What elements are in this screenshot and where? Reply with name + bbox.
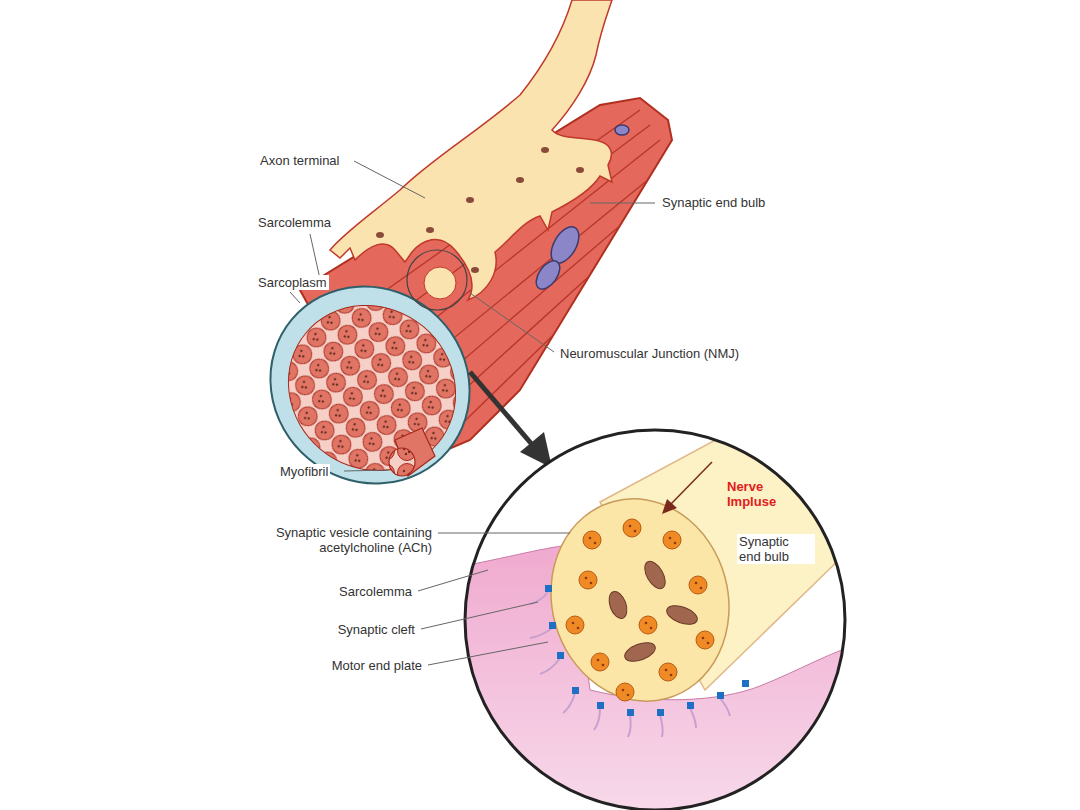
axon-mitochondria <box>376 147 584 273</box>
vesicle <box>689 576 707 594</box>
nucleus <box>615 125 629 135</box>
part-label: Sarcoplasm <box>256 275 329 290</box>
synaptic-vesicles <box>566 519 714 701</box>
acetylcholine-dots <box>572 525 710 697</box>
receptor <box>557 652 564 659</box>
fold <box>530 628 552 638</box>
vesicle <box>639 616 657 634</box>
fold <box>720 698 730 716</box>
part-label: Motor end plate <box>330 658 424 673</box>
mitochondrion <box>426 227 434 233</box>
leader-line <box>418 570 488 591</box>
myofibril-end <box>389 448 415 476</box>
nmj-highlight <box>407 250 467 310</box>
vesicle <box>696 631 714 649</box>
vesicle <box>623 519 641 537</box>
mitochondrion <box>606 589 631 621</box>
mitochondrion <box>516 177 524 183</box>
inset-border <box>465 430 845 810</box>
vesicle <box>579 571 597 589</box>
vesicle <box>583 531 601 549</box>
part-label: Synaptic end bulb <box>737 534 815 564</box>
part-label: Myofibril <box>278 464 330 479</box>
fold <box>540 658 560 674</box>
receptor <box>657 709 664 716</box>
receptor <box>597 702 604 709</box>
fold <box>530 592 548 604</box>
vesicle <box>566 616 584 634</box>
mitochondrion <box>664 602 700 628</box>
receptor <box>687 702 694 709</box>
end-bulb-face <box>529 479 752 722</box>
receptor <box>572 687 579 694</box>
vesicle <box>663 531 681 549</box>
axon <box>330 0 612 300</box>
ach-receptors <box>545 585 749 716</box>
leader-line <box>354 161 425 198</box>
mitochondrion <box>641 558 670 592</box>
end-bulb <box>424 267 456 299</box>
myofibril-bundle <box>255 271 490 504</box>
leader-line <box>344 470 388 471</box>
mitochondria <box>606 558 700 665</box>
part-label: Synaptic cleft <box>336 622 417 637</box>
leader-line <box>590 203 655 204</box>
nucleus <box>531 257 564 294</box>
part-label: Nerve Impluse <box>727 479 791 509</box>
part-label: Synaptic vesicle containing acetylcholin… <box>245 525 434 555</box>
part-label: Synaptic end bulb <box>660 195 767 210</box>
vesicle <box>659 663 677 681</box>
part-label: Axon terminal <box>258 153 341 168</box>
leader-line <box>421 602 538 629</box>
mitochondrion <box>466 197 474 203</box>
leader-line <box>470 293 554 352</box>
mitochondrion <box>376 232 384 238</box>
fold <box>628 715 631 737</box>
leader-line <box>438 533 570 534</box>
part-label: Sarcolemma <box>337 584 414 599</box>
part-label: Neuromuscular Junction (NMJ) <box>558 346 741 361</box>
receptor <box>627 709 634 716</box>
vesicle <box>616 683 634 701</box>
zoom-arrow <box>470 372 535 448</box>
vesicle <box>591 653 609 671</box>
leader-line <box>428 642 548 665</box>
fold <box>563 693 575 713</box>
part-label: Sarcolemma <box>256 215 333 230</box>
receptor <box>717 692 724 699</box>
leader-lines <box>290 161 655 665</box>
receptor <box>545 585 552 592</box>
sarcolemma-ring <box>230 246 510 524</box>
inset <box>440 400 880 810</box>
fold <box>690 708 696 728</box>
mitochondrion <box>541 147 549 153</box>
impulse-arrow <box>670 462 712 505</box>
mitochondrion <box>471 267 479 273</box>
impulse-arrowhead <box>662 499 677 514</box>
mitochondrion <box>576 167 584 173</box>
receptor <box>549 622 556 629</box>
leader-line <box>290 292 300 303</box>
receptor <box>742 680 749 687</box>
fold <box>594 708 600 730</box>
fold <box>660 715 663 737</box>
mitochondrion <box>622 639 658 665</box>
